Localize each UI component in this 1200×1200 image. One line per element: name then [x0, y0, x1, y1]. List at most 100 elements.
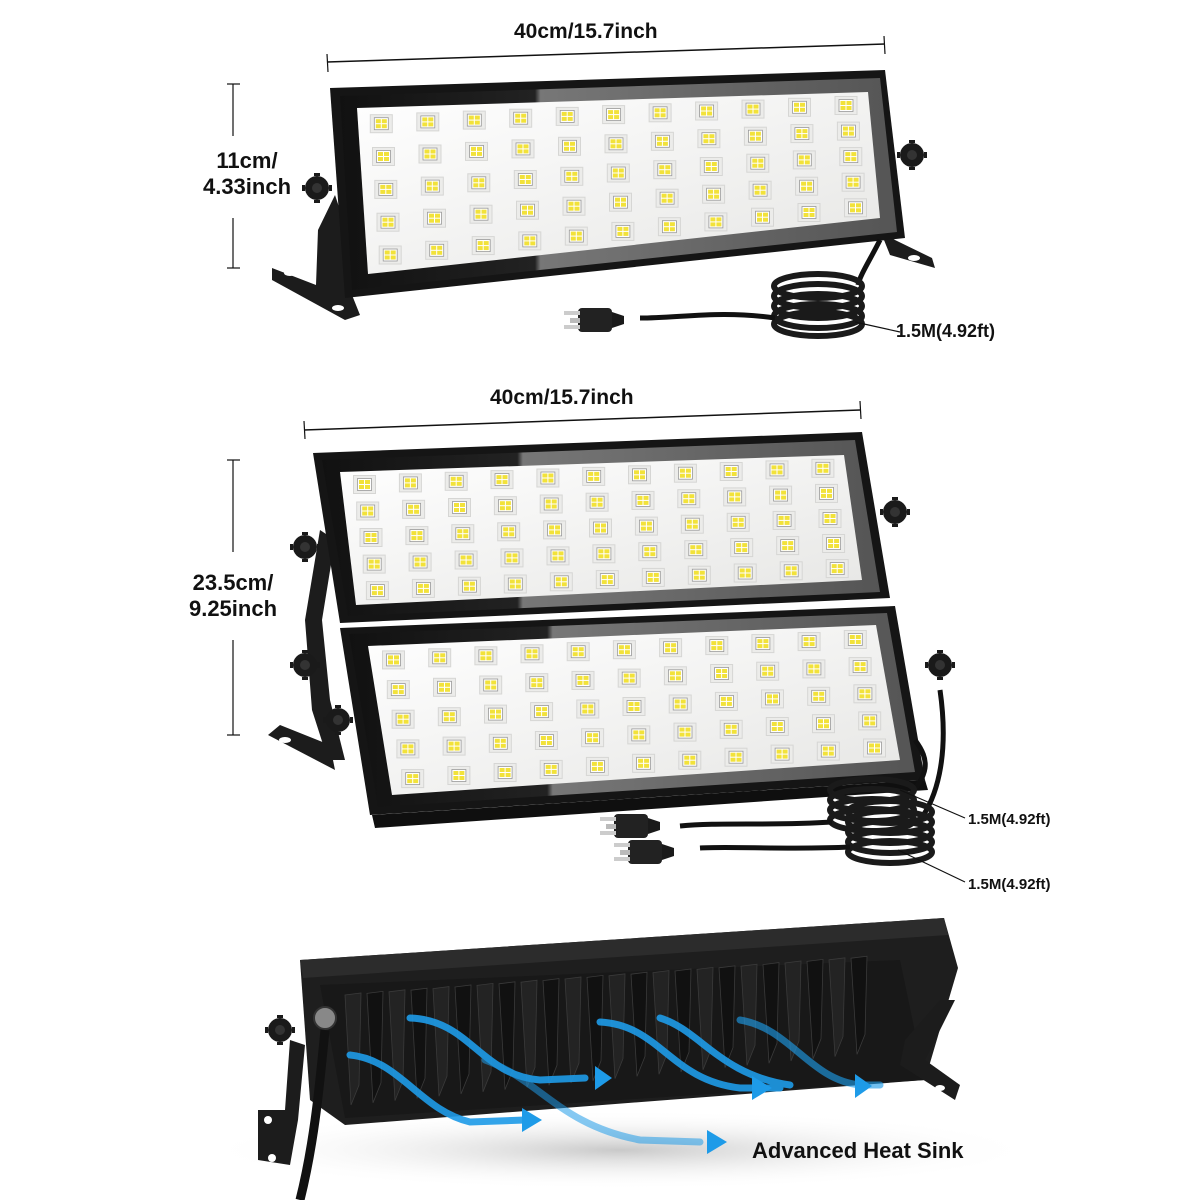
led-chip — [657, 217, 681, 237]
led-chip — [465, 141, 488, 161]
led-chip — [543, 520, 567, 540]
led-chip — [479, 675, 503, 695]
led-chip — [518, 231, 542, 251]
led-chip — [606, 163, 630, 183]
led-chip — [493, 763, 517, 782]
led-chip — [695, 101, 719, 121]
led-chip — [571, 670, 595, 690]
led-chip — [743, 126, 767, 146]
led-chip — [848, 657, 872, 677]
led-chip — [807, 686, 831, 706]
led-chip — [761, 689, 784, 709]
led-chip — [490, 470, 514, 490]
led-chip — [513, 170, 537, 189]
led-chip — [841, 172, 865, 192]
led-chip — [585, 756, 609, 776]
product2-height-label: 23.5cm/ 9.25inch — [172, 570, 294, 622]
led-chip — [765, 717, 789, 736]
led-chip — [765, 460, 789, 480]
product1-height-label: 11cm/ 4.33inch — [192, 148, 302, 200]
led-chip — [382, 650, 405, 670]
led-chip — [673, 463, 697, 483]
led-chip — [401, 769, 425, 789]
led-chip — [779, 561, 803, 581]
led-chip — [617, 668, 641, 688]
led-chip — [402, 499, 426, 519]
led-chip — [549, 572, 573, 592]
led-chip — [462, 110, 486, 130]
led-chip — [746, 153, 770, 173]
led-chip — [442, 736, 466, 756]
single-panel-light — [227, 35, 935, 339]
led-chip — [659, 638, 683, 658]
led-chip — [378, 245, 402, 265]
led-chip — [697, 129, 721, 149]
led-chip — [447, 766, 471, 785]
led-chip — [437, 707, 461, 727]
led-chip — [714, 691, 738, 711]
led-chip — [770, 744, 794, 764]
led-chip — [457, 576, 481, 596]
led-chip — [560, 166, 584, 186]
led-chip — [825, 559, 849, 579]
led-chip — [844, 198, 867, 218]
led-chip — [539, 494, 563, 514]
led-chip — [628, 465, 651, 485]
led-chip — [638, 542, 662, 562]
led-chip — [359, 528, 383, 547]
led-chip — [741, 99, 765, 119]
led-chip — [433, 677, 456, 697]
led-chip — [719, 719, 743, 739]
led-chip — [582, 466, 606, 486]
led-chip — [751, 634, 775, 654]
led-chip — [405, 526, 429, 546]
led-chip — [408, 552, 432, 572]
led-chip — [423, 208, 446, 228]
led-chip — [469, 204, 493, 224]
led-chip — [756, 661, 780, 681]
led-chip — [391, 709, 415, 729]
led-chip — [843, 630, 867, 649]
led-chip — [362, 554, 386, 574]
led-chip — [411, 578, 435, 598]
power-plug — [564, 308, 624, 332]
led-chip — [776, 536, 800, 556]
led-chip — [474, 646, 498, 666]
led-chip — [467, 173, 491, 193]
led-chip — [558, 136, 581, 156]
led-chip — [648, 103, 672, 123]
led-chip — [726, 512, 750, 532]
led-chip — [627, 725, 651, 745]
led-chip — [612, 640, 636, 660]
led-chip — [454, 550, 478, 570]
led-chip — [451, 524, 475, 544]
arrow-heads — [522, 1066, 872, 1154]
led-chip — [509, 108, 533, 128]
led-chip — [376, 212, 400, 232]
heat-sink-label: Advanced Heat Sink — [752, 1138, 964, 1163]
led-chip — [581, 728, 605, 748]
led-chip — [562, 196, 586, 216]
led-chip — [546, 546, 570, 566]
led-chip — [420, 176, 444, 196]
led-chip — [863, 738, 886, 758]
led-chip — [812, 714, 835, 734]
product2-width-label: 40cm/15.7inch — [490, 386, 634, 409]
led-chip — [751, 207, 774, 227]
led-chip — [680, 514, 704, 534]
led-chip — [530, 702, 554, 722]
led-chip — [444, 471, 468, 491]
led-chip — [687, 565, 711, 585]
led-chip — [815, 483, 838, 503]
power-plug-1 — [600, 814, 660, 838]
led-chip — [609, 192, 632, 212]
led-chip — [673, 722, 697, 742]
led-chip — [500, 548, 524, 568]
led-chip — [520, 644, 544, 664]
led-chip — [398, 473, 422, 493]
led-chip — [797, 203, 821, 222]
led-chip — [604, 134, 628, 154]
product2-cable-label-2: 1.5M(4.92ft) — [968, 876, 1051, 893]
led-chip — [748, 180, 772, 200]
rear-heat-sink-view — [200, 918, 1040, 1200]
